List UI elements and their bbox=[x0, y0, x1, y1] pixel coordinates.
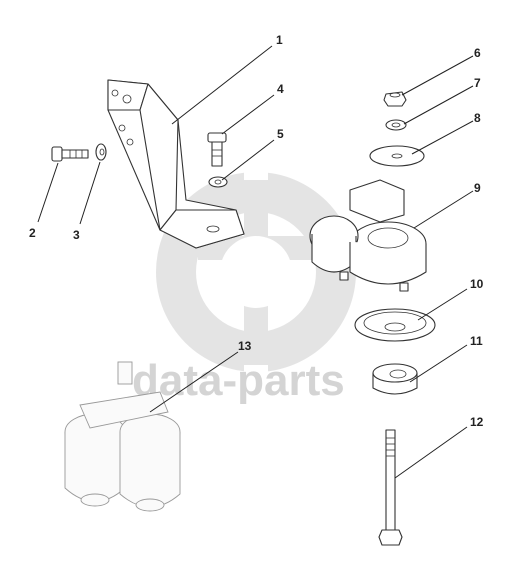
callout-12: 12 bbox=[470, 415, 484, 429]
callout-labels: 1 2 3 4 5 6 7 8 9 10 11 12 13 bbox=[29, 33, 484, 429]
callout-6: 6 bbox=[474, 46, 481, 60]
callout-9: 9 bbox=[474, 181, 481, 195]
rubber-mount-part bbox=[309, 179, 427, 292]
washer-part bbox=[95, 143, 107, 161]
callout-11: 11 bbox=[470, 334, 483, 348]
callout-13: 13 bbox=[238, 339, 252, 353]
callout-10: 10 bbox=[470, 277, 484, 291]
cup-washer-part bbox=[354, 308, 436, 342]
nut-part bbox=[383, 91, 407, 107]
spring-washer-part bbox=[385, 119, 407, 131]
assembled-mount-part bbox=[64, 361, 181, 512]
callout-8: 8 bbox=[474, 111, 481, 125]
callout-4: 4 bbox=[277, 82, 284, 96]
bolt-part bbox=[51, 146, 89, 162]
watermark-text: data-parts bbox=[132, 356, 345, 405]
long-bolt-part bbox=[378, 429, 403, 546]
callout-2: 2 bbox=[29, 226, 36, 240]
bracket-part bbox=[107, 79, 245, 249]
callout-7: 7 bbox=[474, 76, 481, 90]
watermark-logo bbox=[156, 160, 356, 385]
callout-5: 5 bbox=[277, 127, 284, 141]
bolt-part-upper bbox=[207, 132, 227, 167]
spacer-part bbox=[372, 363, 418, 395]
leader-lines bbox=[37, 45, 474, 479]
callout-3: 3 bbox=[73, 228, 80, 242]
callout-1: 1 bbox=[276, 33, 283, 47]
flat-washer-part bbox=[369, 145, 425, 167]
